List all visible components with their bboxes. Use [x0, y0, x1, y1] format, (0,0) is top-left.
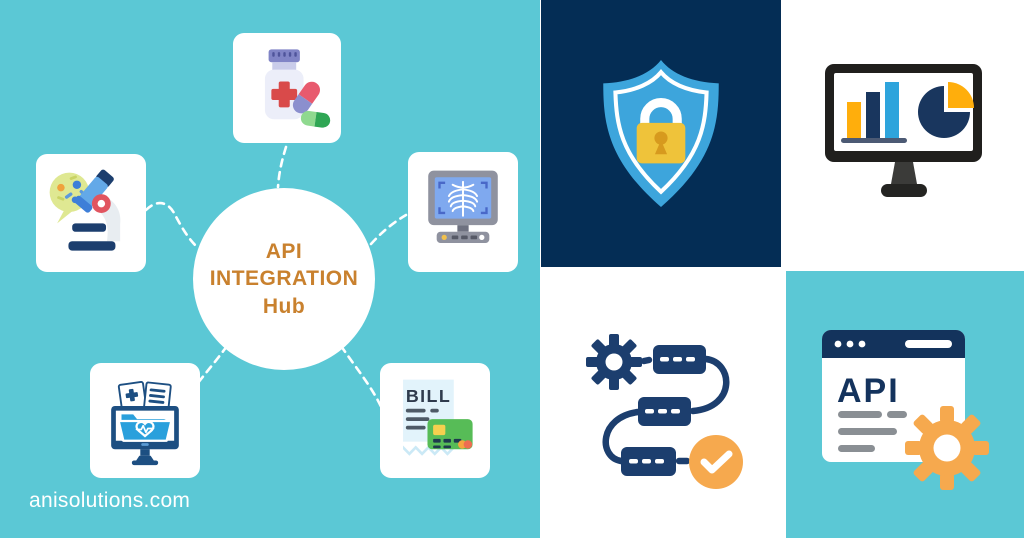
- microscope-lab-icon: [49, 169, 121, 251]
- hub-title-line3: Hub: [262, 294, 306, 318]
- tile-workflow: [541, 269, 781, 538]
- shield-lock-icon: [603, 60, 719, 207]
- connector-bill: [339, 344, 387, 418]
- tile-api: API: [786, 271, 1024, 538]
- api-label: API: [837, 372, 900, 410]
- hub-title-line2: INTEGRATION: [209, 267, 359, 291]
- bill-label: BILL: [406, 386, 451, 406]
- workflow-automation-icon: [586, 334, 743, 489]
- tile-security: [541, 0, 781, 267]
- hub-title-line1: API: [265, 240, 303, 264]
- hub-diagram-section: BILL API INTEGRATION Hub: [29, 33, 518, 512]
- hub-circle: API INTEGRATION Hub: [193, 188, 375, 370]
- tile-analytics: [783, 0, 1024, 267]
- card-medicine: [233, 33, 341, 143]
- medical-bill-credit-card-icon: BILL: [403, 379, 473, 456]
- xray-monitor-icon: [428, 170, 498, 244]
- card-microscope: [36, 154, 146, 272]
- api-browser-gear-icon: API: [822, 330, 989, 490]
- health-records-computer-icon: [111, 380, 179, 465]
- medicine-bottle-pills-icon: [264, 49, 331, 128]
- card-billing: BILL: [380, 363, 490, 478]
- card-health-records: [90, 363, 200, 478]
- analytics-monitor-icon: [824, 63, 982, 197]
- connector-microscope: [144, 201, 199, 249]
- feature-tiles-section: API: [540, 0, 1024, 538]
- watermark-url: anisolutions.com: [29, 489, 191, 512]
- connector-xray: [369, 213, 408, 246]
- card-xray: [408, 152, 518, 272]
- connector-bottle: [276, 145, 288, 189]
